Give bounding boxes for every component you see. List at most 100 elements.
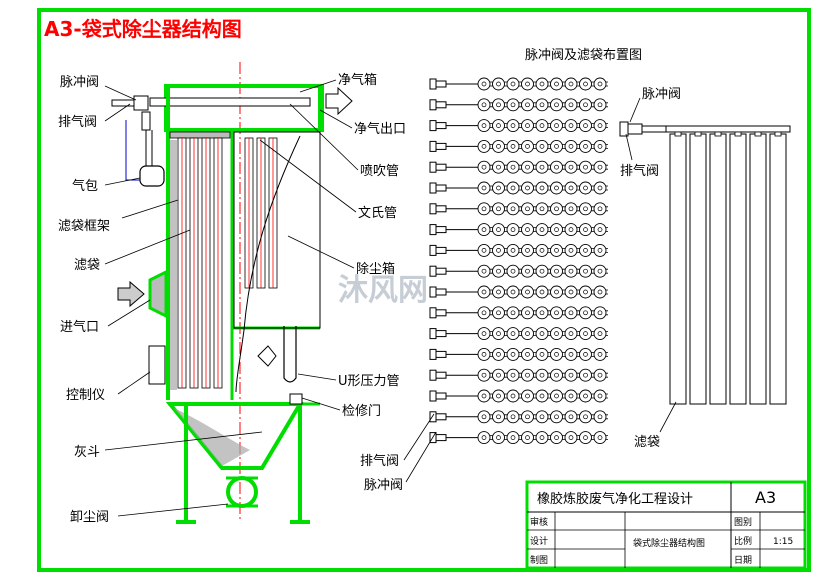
nozzle [579,285,592,299]
row-pulse-valve [429,161,437,173]
row-exhaust-valve [435,184,447,192]
row-exhaust-valve [435,163,447,171]
nozzle [550,264,563,278]
label-discharge-valve: 卸尘阀 [70,509,109,525]
nozzle [593,264,607,278]
nozzle [550,368,563,382]
nozzle [492,202,505,216]
nozzle [492,264,505,278]
right-leaders [403,97,677,483]
row-exhaust-valve [435,371,447,379]
row-exhaust-valve [435,226,447,234]
side-filter-bag [709,133,727,405]
nozzle [506,181,520,195]
label-filter-bag: 滤袋 [74,258,100,273]
nozzle [492,327,505,341]
nozzle [593,139,607,153]
blow-pipe-row [429,306,608,320]
blow-pipe-row [429,139,608,153]
row-exhaust-valve [435,122,447,130]
nozzle [477,306,491,320]
label-air-bag: 气包 [72,178,98,194]
nozzle [521,431,534,445]
nozzle [593,181,607,195]
side-filter-bag [669,133,687,405]
nozzle [506,98,520,112]
nozzle [506,285,520,299]
nozzle [492,389,505,403]
discharge-valve [226,476,258,508]
nozzle [564,347,578,361]
nozzle [564,306,578,320]
nozzle [593,347,607,361]
row-exhaust-valve [435,350,447,358]
nozzle [535,306,549,320]
nozzle [535,77,549,91]
nozzle [550,160,563,174]
nozzle [564,139,578,153]
nozzle [506,160,520,174]
nozzle [477,264,491,278]
nozzle [564,431,578,445]
nozzle [535,264,549,278]
nozzle [506,243,520,257]
nozzle [593,431,607,445]
row-pulse-valve [429,348,437,360]
nozzle [506,347,520,361]
row-exhaust-valve [435,413,447,421]
filter-bags [177,137,278,389]
row-pulse-valve [429,140,437,152]
nozzle [564,77,578,91]
nozzle [593,389,607,403]
blow-pipe-layout [429,77,608,445]
nozzle [593,285,607,299]
nozzle [535,347,549,361]
nozzle [521,181,534,195]
collector-elevation [111,62,353,524]
row-exhaust-valve [435,205,447,213]
nozzle [521,389,534,403]
nozzle [579,119,592,133]
nozzle [521,223,534,237]
nozzle [579,160,592,174]
nozzle [564,223,578,237]
nozzle [564,202,578,216]
row-exhaust-valve [435,142,447,150]
row-pulse-valve [429,369,437,381]
label-u-gauge: U形压力管 [338,374,400,389]
blow-pipe-row [429,327,608,341]
blow-pipe-row [429,202,608,216]
nozzle [579,431,592,445]
row-pulse-valve [429,265,437,277]
nozzle [564,264,578,278]
nozzle [550,306,563,320]
side-filter-bag [729,133,747,405]
nozzle [477,389,491,403]
row-exhaust-valve [435,330,447,338]
nozzle [477,139,491,153]
nozzle [477,285,491,299]
nozzle [593,368,607,382]
label-venturi: 文氏管 [358,206,397,221]
nozzle [535,285,549,299]
row-pulse-valve [429,78,437,90]
nozzle [550,347,563,361]
row-pulse-valve [429,328,437,340]
title-block-size: A3 [755,488,776,507]
nozzle [506,306,520,320]
blow-pipe [149,97,311,107]
nozzle [477,368,491,382]
row-exhaust-valve [435,434,447,442]
nozzle [550,243,563,257]
row-pulse-valve [429,244,437,256]
nozzle [550,181,563,195]
nozzle [521,98,534,112]
label-exhaust-valve: 排气阀 [58,114,97,130]
row-exhaust-valve [435,80,447,88]
nozzle [477,347,491,361]
nozzle [550,202,563,216]
label-ash-hopper: 灰斗 [74,445,100,460]
mid-leaders [259,79,359,411]
side-filter-bag [689,133,707,405]
page-title: A3-袋式除尘器结构图 [44,17,242,41]
